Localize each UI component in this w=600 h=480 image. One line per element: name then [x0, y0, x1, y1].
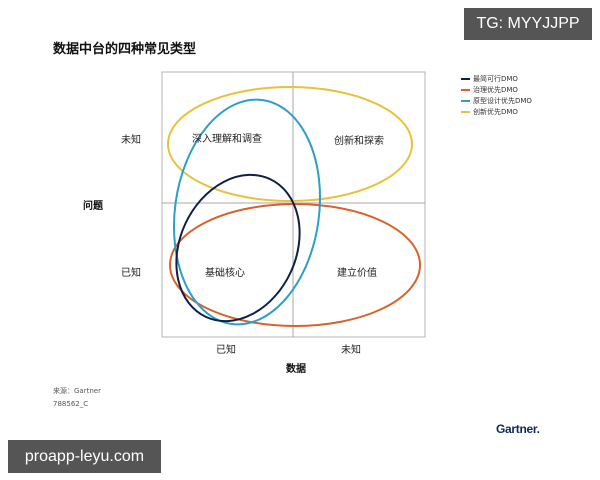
legend-label: 最简可行DMO [473, 74, 518, 83]
x-tick-known: 已知 [216, 345, 236, 356]
source-line: 来源：Gartner [53, 387, 101, 395]
ellipse-governance-first [169, 203, 421, 327]
y-axis-title: 问题 [83, 201, 103, 212]
y-tick-unknown: 未知 [121, 135, 141, 146]
legend-item: 原型设计优先DMO [461, 95, 532, 106]
legend: 最简可行DMO 治理优先DMO 原型设计优先DMO 创新优先DMO [461, 73, 532, 117]
quadrant-top-right: 创新和探索 [334, 136, 384, 147]
gartner-logo: Gartner. [496, 422, 540, 436]
quadrant-bottom-left: 基础核心 [205, 268, 245, 279]
x-tick-unknown: 未知 [341, 345, 361, 356]
x-axis-title: 数据 [286, 364, 306, 375]
ellipse-innovation-first [167, 86, 413, 202]
legend-item: 最简可行DMO [461, 73, 532, 84]
legend-swatch-icon [461, 88, 470, 91]
legend-label: 治理优先DMO [473, 85, 518, 94]
legend-swatch-icon [461, 99, 470, 102]
legend-swatch-icon [461, 77, 470, 80]
quadrant-bottom-right: 建立价值 [337, 268, 377, 279]
legend-item: 创新优先DMO [461, 106, 532, 117]
figure-id: 788562_C [53, 400, 89, 408]
legend-swatch-icon [461, 110, 470, 113]
page-title: 数据中台的四种常见类型 [53, 42, 197, 57]
y-tick-known: 已知 [121, 268, 141, 279]
ellipse-prototype-first [172, 98, 322, 326]
source-note: 来源：Gartner 788562_C [53, 385, 101, 411]
legend-item: 治理优先DMO [461, 84, 532, 95]
quadrant-top-left: 深入理解和调查 [192, 134, 262, 145]
legend-label: 创新优先DMO [473, 107, 518, 116]
watermark-top: TG: MYYJJPP [464, 8, 592, 40]
legend-label: 原型设计优先DMO [473, 96, 532, 105]
watermark-bottom: proapp-leyu.com [8, 440, 161, 473]
ellipse-minimum-viable [175, 173, 301, 323]
